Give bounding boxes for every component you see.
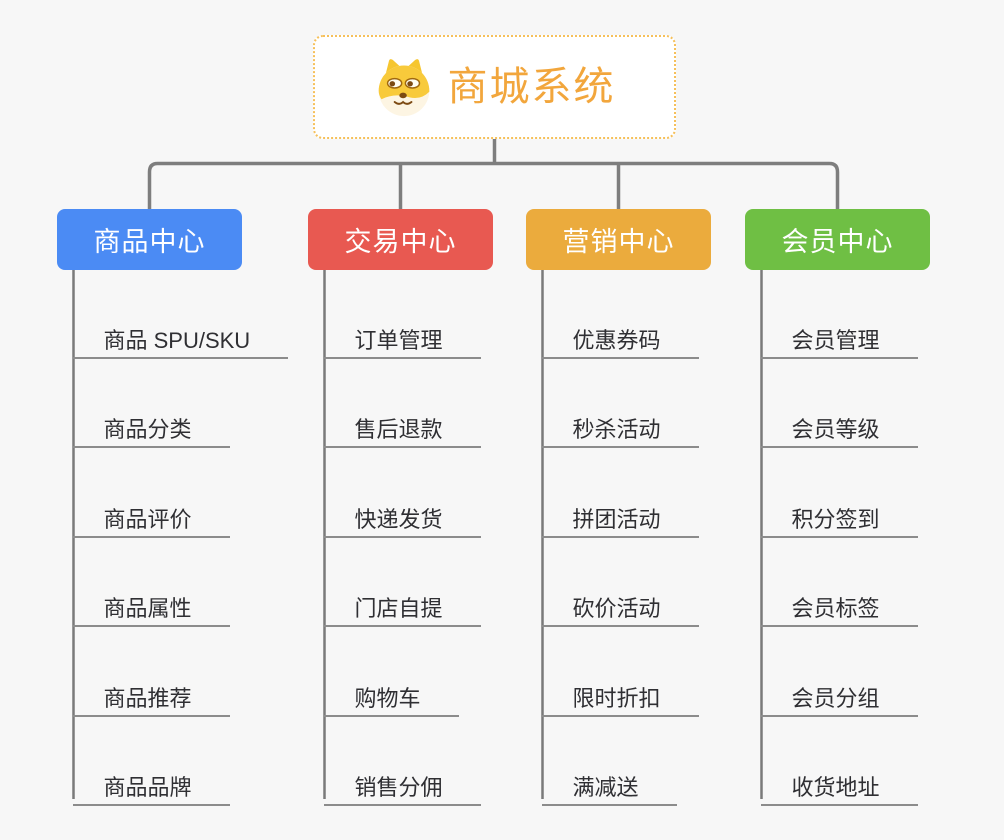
leaf-item[interactable]: 售后退款	[323, 400, 481, 448]
branch-label: 会员中心	[781, 227, 894, 257]
branch-node-product-center[interactable]: 商品中心	[57, 209, 242, 270]
leaf-item[interactable]: 商品品牌	[72, 758, 230, 806]
branch-bus-line	[147, 161, 840, 209]
root-title: 商城系统	[447, 65, 616, 109]
leaf-item[interactable]: 商品 SPU/SKU	[72, 311, 289, 359]
branch-node-member-center[interactable]: 会员中心	[745, 209, 930, 270]
leaf-item[interactable]: 收货地址	[760, 758, 918, 806]
leaf-item[interactable]: 积分签到	[760, 490, 918, 538]
leaf-item[interactable]: 商品评价	[72, 490, 230, 538]
leaf-item[interactable]: 秒杀活动	[541, 400, 699, 448]
branch-node-trade-center[interactable]: 交易中心	[308, 209, 493, 270]
leaf-item[interactable]: 会员标签	[760, 579, 918, 627]
leaf-item[interactable]: 订单管理	[323, 311, 481, 359]
leaf-item[interactable]: 满减送	[541, 758, 677, 806]
leaf-item[interactable]: 拼团活动	[541, 490, 699, 538]
root-node[interactable]: 商城系统	[313, 35, 676, 139]
leaf-item[interactable]: 门店自提	[323, 579, 481, 627]
branch-label: 交易中心	[344, 227, 457, 257]
leaf-item[interactable]: 购物车	[323, 669, 459, 717]
leaf-item[interactable]: 会员等级	[760, 400, 918, 448]
leaf-item[interactable]: 限时折扣	[541, 669, 699, 717]
branch-label: 营销中心	[562, 227, 675, 257]
leaf-item[interactable]: 商品属性	[72, 579, 230, 627]
leaf-item[interactable]: 销售分佣	[323, 758, 481, 806]
leaf-item[interactable]: 会员管理	[760, 311, 918, 359]
leaf-item[interactable]: 会员分组	[760, 669, 918, 717]
doge-icon	[378, 59, 429, 117]
leaf-item[interactable]: 优惠券码	[541, 311, 699, 359]
branch-label: 商品中心	[93, 227, 206, 257]
leaf-item[interactable]: 快递发货	[323, 490, 481, 538]
leaf-item[interactable]: 商品分类	[72, 400, 230, 448]
branch-node-marketing-center[interactable]: 营销中心	[526, 209, 711, 270]
leaf-item[interactable]: 商品推荐	[72, 669, 230, 717]
leaf-item[interactable]: 砍价活动	[541, 579, 699, 627]
